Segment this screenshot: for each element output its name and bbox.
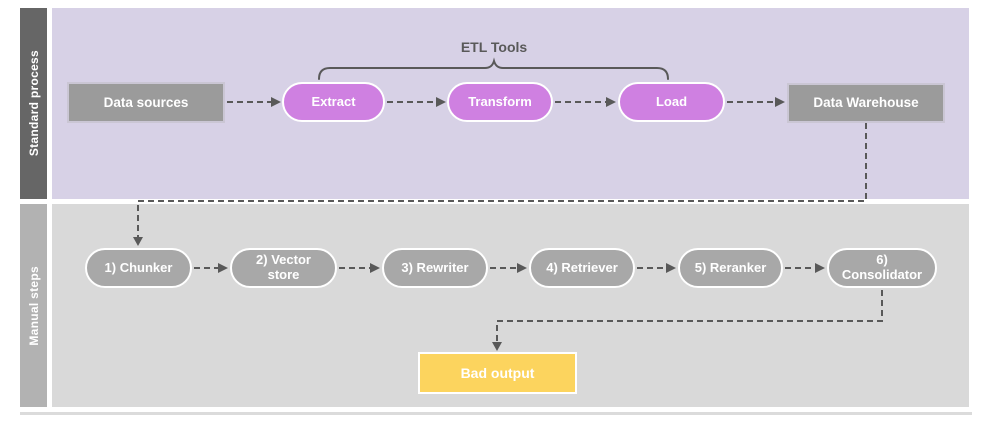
- node-load: Load: [618, 82, 725, 122]
- node-vector-store: 2) Vector store: [230, 248, 337, 288]
- node-data-warehouse: Data Warehouse: [787, 83, 945, 123]
- node-retriever: 4) Retriever: [529, 248, 635, 288]
- node-reranker: 5) Reranker: [678, 248, 783, 288]
- node-extract: Extract: [282, 82, 385, 122]
- etl-tools-group-label: ETL Tools: [460, 39, 528, 55]
- node-rewriter: 3) Rewriter: [382, 248, 488, 288]
- lane-header-manual-steps: Manual steps: [20, 204, 47, 407]
- node-chunker: 1) Chunker: [85, 248, 192, 288]
- lane-label-standard-process: Standard process: [26, 50, 41, 157]
- canvas-bottom-border: [20, 412, 972, 415]
- lane-label-manual-steps: Manual steps: [26, 265, 41, 346]
- node-consolidator: 6) Consolidator: [827, 248, 937, 288]
- node-data-sources: Data sources: [67, 82, 225, 123]
- node-bad-output: Bad output: [418, 352, 577, 394]
- node-transform: Transform: [447, 82, 553, 122]
- lane-header-standard-process: Standard process: [20, 8, 47, 199]
